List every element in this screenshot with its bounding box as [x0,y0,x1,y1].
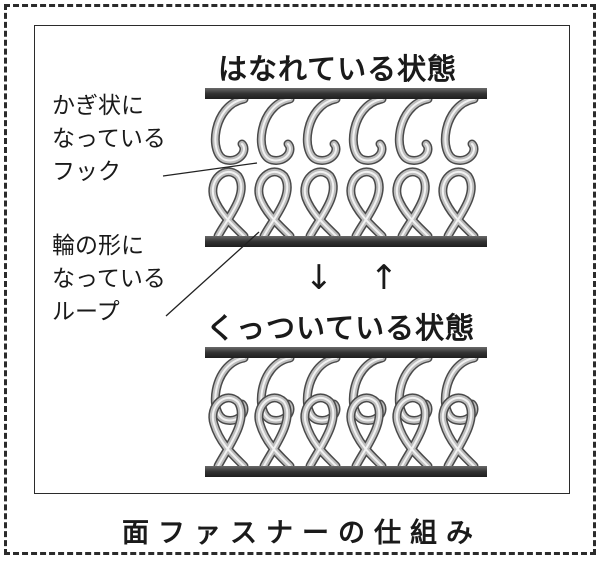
loop-strand [395,170,429,237]
loop-strand-attached [257,396,291,467]
hook-backing-strip-attached [205,347,487,358]
hook-strand [260,98,291,162]
hook-label-line: かぎ状に [52,93,144,119]
hook-strand [214,98,245,162]
loop-strand-attached [395,396,429,467]
loop-strand [211,170,245,237]
hook-label-line: フック [52,159,121,185]
figure-caption: 面ファスナーの仕組み [122,518,482,549]
loop-strand-attached [303,396,337,467]
loop-label-line: ループ [52,299,120,325]
loop-label: 輪の形に なっている ループ [52,230,166,329]
loop-row-separated [208,167,479,241]
loop-strand [257,170,291,237]
state-title-separated: はなれている状態 [218,52,458,86]
hook-row-separated [210,94,479,165]
loop-backing-strip [205,236,487,247]
loop-strand [349,170,383,237]
arrow-down-icon: ↓ [305,258,334,298]
arrow-up-icon: ↑ [370,258,399,298]
loop-label-line: なっている [52,266,166,292]
loop-strand-attached [349,396,383,467]
loop-row-attached [208,393,479,471]
state-title-attached: くっついている状態 [206,311,476,345]
inner-frame [34,25,570,494]
loop-backing-strip-attached [205,466,487,477]
dashed-outer-border [4,4,596,555]
loop-strand-attached [211,396,245,467]
hook-strand [444,98,475,162]
loop-leader-line [165,231,260,317]
hook-label-line: なっている [52,126,166,152]
hook-leader-line [162,162,258,177]
loop-strand [441,170,475,237]
hook-label: かぎ状に なっている フック [52,90,166,189]
loop-strand-attached [441,396,475,467]
loop-label-line: 輪の形に [52,233,144,259]
loop-strand [303,170,337,237]
hook-row-attached [210,353,479,425]
hook-strand [398,98,429,162]
hook-strand [306,98,337,162]
hook-backing-strip [205,88,487,99]
hook-strand [352,98,383,162]
